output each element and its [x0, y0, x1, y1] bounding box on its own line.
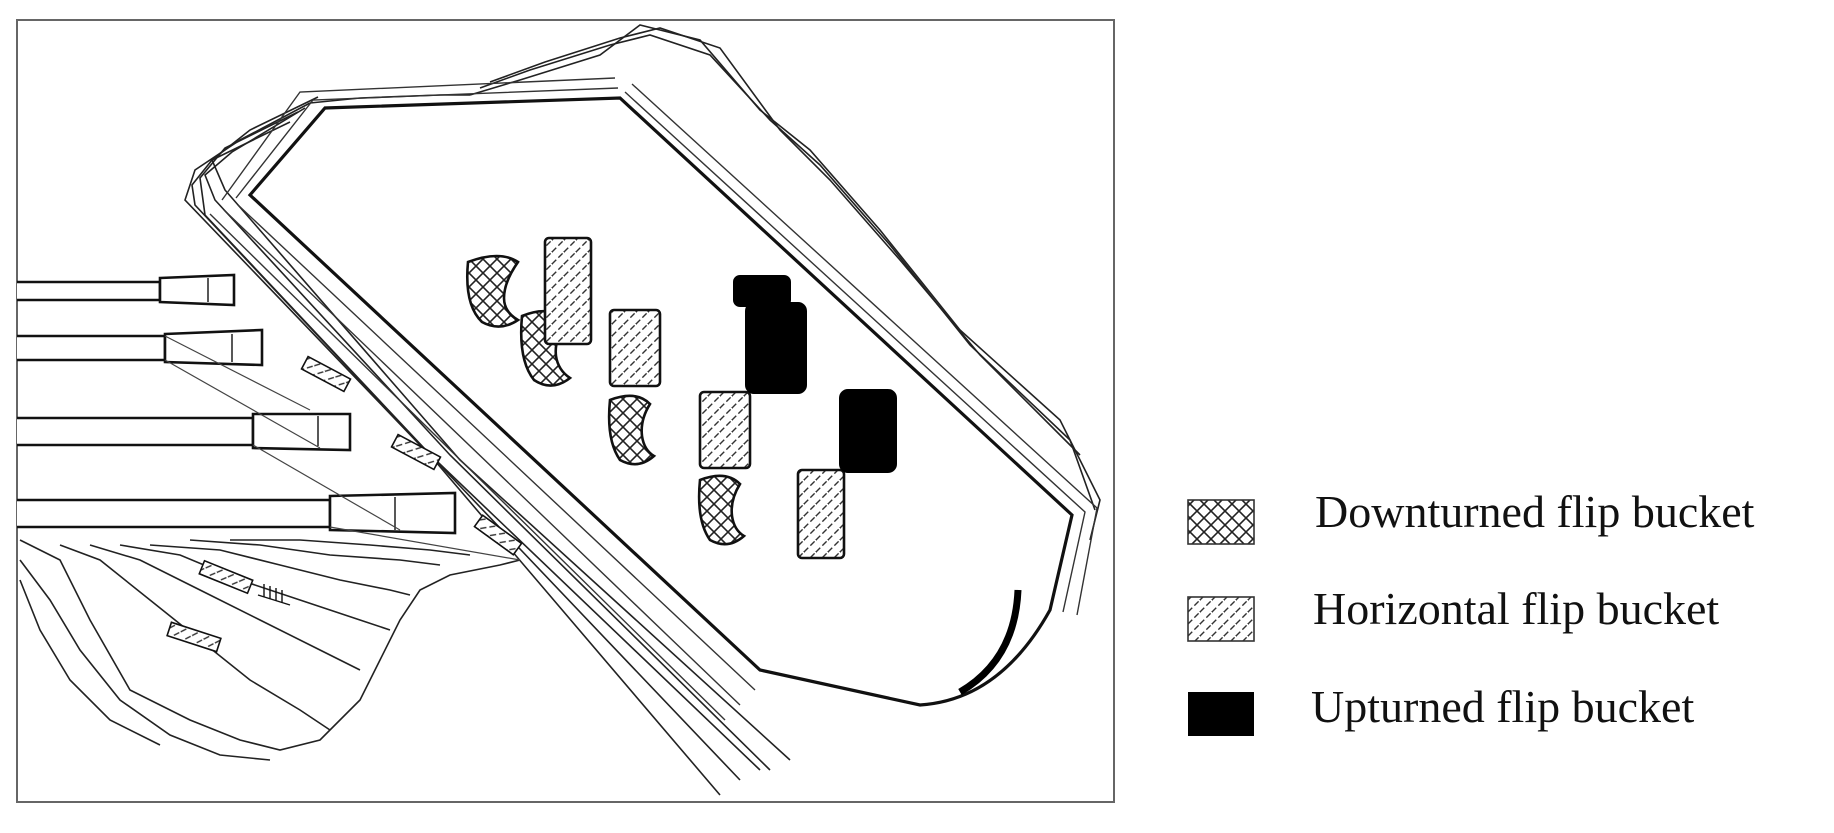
- legend-label-downturned: Downturned flip bucket: [1315, 486, 1755, 537]
- legend: [1187, 499, 1255, 736]
- elevation-tag: [166, 621, 222, 653]
- upturned-zone: [745, 302, 807, 394]
- elevation-tag: [473, 514, 523, 556]
- plunge-pool-outline: [247, 96, 1074, 707]
- elevation-tag: [390, 433, 442, 471]
- horizontal-zone: [608, 308, 662, 388]
- horizontal-zone: [796, 468, 846, 560]
- tick-marks: [257, 584, 291, 606]
- curved-wall: [958, 589, 1022, 696]
- elevation-tags: [166, 355, 523, 653]
- upturned-scour-zones: [733, 275, 897, 473]
- downturned-zone: [697, 474, 747, 546]
- legend-swatch-downturned: [1187, 499, 1255, 545]
- legend-swatch-horizontal: [1187, 596, 1255, 642]
- chute-2: [17, 328, 264, 367]
- elevation-tag: [300, 355, 352, 393]
- elevation-tag: [198, 559, 254, 595]
- chute-4: [17, 491, 457, 535]
- chute-1: [17, 273, 236, 307]
- legend-swatch-upturned: [1188, 692, 1254, 736]
- horizontal-zone: [698, 390, 752, 470]
- upturned-zone: [733, 275, 791, 307]
- spillway-chutes: [17, 273, 457, 535]
- upturned-zone: [839, 389, 897, 473]
- downturned-zone: [466, 254, 521, 328]
- legend-label-horizontal: Horizontal flip bucket: [1313, 583, 1720, 634]
- downturned-zone: [607, 394, 657, 466]
- horizontal-zone: [543, 236, 593, 346]
- chute-3: [17, 412, 352, 452]
- horizontal-scour-zones: [543, 236, 846, 560]
- chute-guide-lines: [164, 335, 521, 561]
- bank-contours-left: [184, 96, 791, 796]
- pool-edge-contours: [209, 77, 1098, 721]
- legend-label-upturned: Upturned flip bucket: [1311, 681, 1695, 732]
